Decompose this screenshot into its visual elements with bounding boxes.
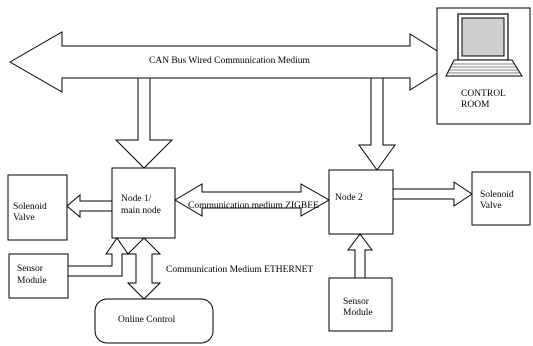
can-to-node2-arrow [358, 77, 396, 171]
can-to-node1-arrow [114, 77, 174, 169]
node2-to-solenoid-arrow [392, 181, 473, 207]
sensor-left-label-line2: Module [17, 276, 47, 286]
solenoid-right-label-line1: Solenoid [480, 190, 514, 200]
sensor-right-box [328, 277, 393, 332]
node2-label: Node 2 [335, 193, 363, 203]
sensor-left-label-line1: Sensor [17, 264, 43, 274]
node1-to-solenoid-arrow [66, 193, 113, 219]
solenoid-right-label-line2: Valve [480, 201, 502, 211]
control-room-label-line2: ROOM [461, 100, 490, 110]
solenoid-left-label-line2: Valve [13, 213, 35, 223]
zigbee-arrow [174, 183, 331, 217]
ethernet-label: Communication Medium ETHERNET [166, 265, 314, 275]
sensor-right-label-line2: Module [343, 308, 373, 318]
online-control-label: Online Control [118, 315, 176, 325]
node1-box [111, 167, 176, 239]
sensor-to-node2-arrow [347, 233, 373, 279]
node1-label-line2: main node [121, 206, 161, 216]
can-bus-label: CAN Bus Wired Communication Medium [149, 56, 310, 66]
sensor-to-node1-arrow [67, 237, 129, 277]
node1-label-line1: Node 1/ [121, 194, 152, 204]
solenoid-left-label-line1: Solenoid [13, 202, 47, 212]
solenoid-right-box [471, 171, 531, 226]
control-room-label-line1: CONTROL [461, 89, 506, 99]
online-control-box [94, 298, 214, 344]
solenoid-left-box [7, 174, 68, 241]
ethernet-arrow [126, 237, 162, 300]
laptop-icon [445, 13, 523, 77]
sensor-right-label-line1: Sensor [343, 297, 369, 307]
node2-box [328, 169, 394, 235]
zigbee-label: Communication medium ZIGBEE [188, 201, 319, 211]
